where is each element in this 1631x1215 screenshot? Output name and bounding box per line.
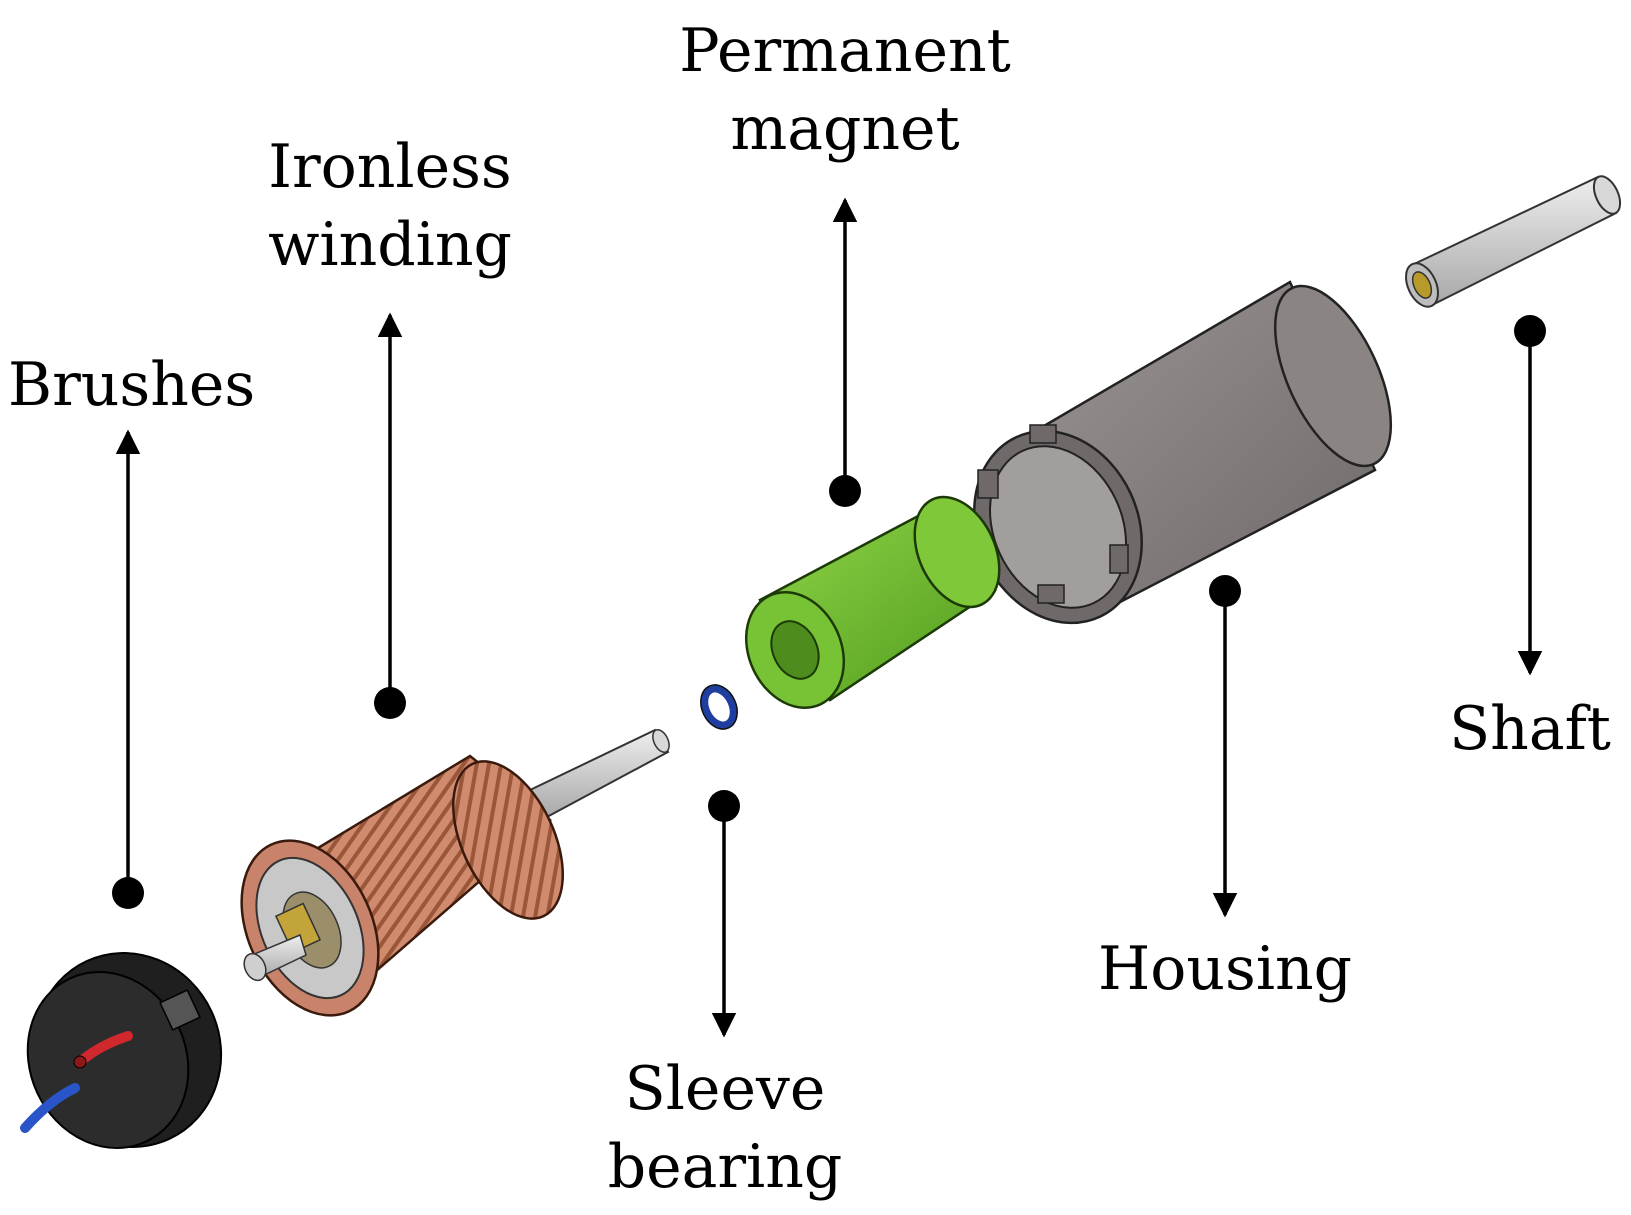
label-brushes: Brushes [8, 350, 256, 420]
permanent-magnet-part [744, 495, 1001, 709]
label-permanent-magnet: Permanent magnet [679, 16, 1011, 164]
leader-sleeve-bearing [708, 790, 740, 1038]
brushes-part [20, 952, 223, 1149]
label-ironless-winding: Ironless winding [268, 132, 512, 280]
sleeve-bearing-part [700, 684, 738, 730]
housing-part [973, 280, 1393, 625]
ironless-winding-part [240, 728, 670, 1017]
leader-shaft [1514, 315, 1546, 676]
label-shaft: Shaft [1449, 694, 1611, 764]
leader-brushes [112, 429, 144, 909]
shaft-part [1405, 175, 1622, 308]
label-sleeve-bearing: Sleeve bearing [607, 1054, 843, 1202]
leader-housing [1209, 575, 1241, 918]
leader-ironless-winding [374, 312, 406, 719]
label-housing: Housing [1097, 934, 1353, 1004]
leader-permanent-magnet [829, 197, 861, 507]
